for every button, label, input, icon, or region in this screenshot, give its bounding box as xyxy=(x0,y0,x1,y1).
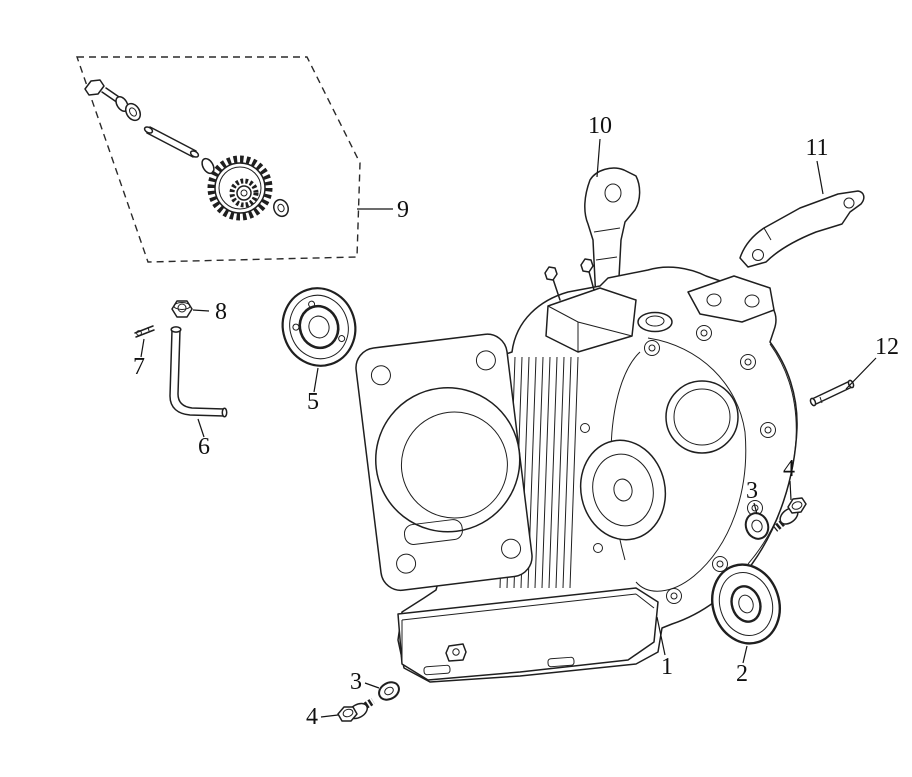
callout-label-8: 8 xyxy=(215,299,227,325)
callout-label-1: 1 xyxy=(661,654,673,680)
callout-label-2: 2 xyxy=(736,661,748,687)
bearing-part-5 xyxy=(281,287,357,367)
washer-part-3-right xyxy=(744,512,770,540)
callout-label-12: 12 xyxy=(875,334,899,360)
washer-part-3-bottom xyxy=(378,681,400,701)
callout-label-3-bottom: 3 xyxy=(350,669,362,695)
bolt-part-4-right xyxy=(772,497,807,532)
oil-seal-part-2 xyxy=(711,563,781,645)
breather-tube-part-6 xyxy=(169,326,228,418)
callout-label-9: 9 xyxy=(397,197,409,223)
callout-label-3-right: 3 xyxy=(746,478,758,504)
bracket-part-10 xyxy=(584,167,641,302)
callout-label-11: 11 xyxy=(805,135,828,161)
camshaft-assembly-part-9 xyxy=(84,79,289,221)
leader-lines xyxy=(140,138,877,718)
dowel-pin-part-12 xyxy=(809,379,855,407)
bolt-part-4-bottom xyxy=(337,698,375,722)
bracket-part-11 xyxy=(739,190,865,268)
callout-label-7: 7 xyxy=(133,354,145,380)
clip-part-7 xyxy=(134,325,155,338)
callout-labels: 9 10 11 12 8 7 6 5 3 4 1 2 3 4 xyxy=(133,113,899,730)
callout-label-5: 5 xyxy=(307,389,319,415)
callout-label-10: 10 xyxy=(588,113,612,139)
callout-label-6: 6 xyxy=(198,434,210,460)
callout-label-4-right: 4 xyxy=(783,456,795,482)
callout-label-4-bottom: 4 xyxy=(306,704,318,730)
dashed-parts-box xyxy=(76,56,361,263)
crankcase-part-1 xyxy=(355,258,798,683)
nut-part-8 xyxy=(171,300,193,318)
